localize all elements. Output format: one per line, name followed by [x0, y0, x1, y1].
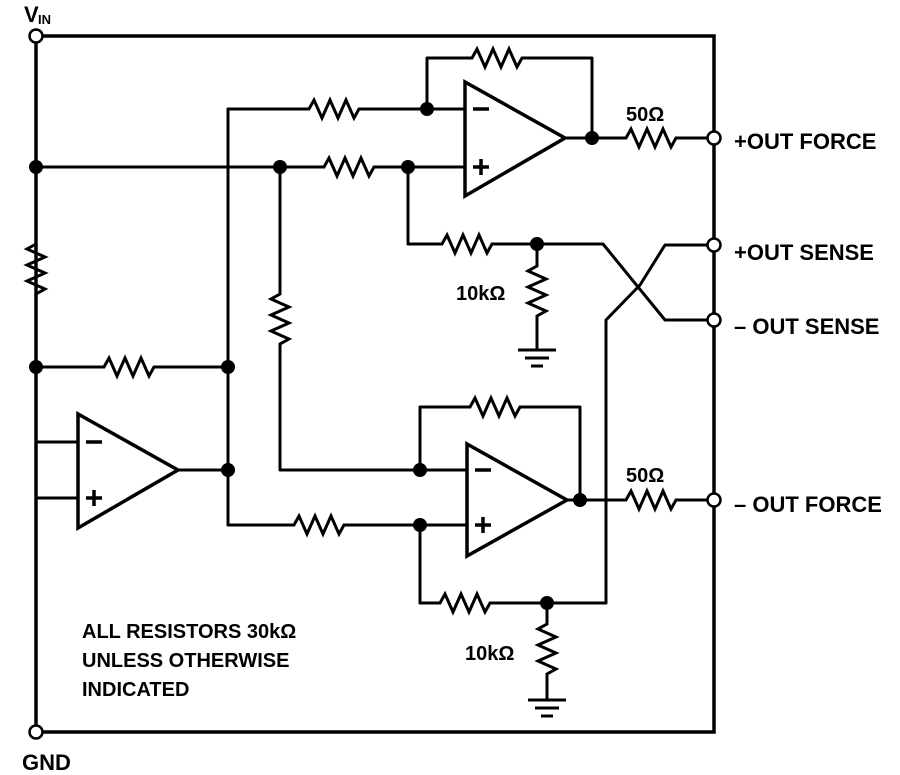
junction-dot — [221, 463, 235, 477]
resistor-10k-top-value: 10kΩ — [456, 283, 505, 305]
resistor-10k-bottom-value: 10kΩ — [465, 643, 514, 665]
ground-symbol-bottom — [528, 698, 566, 718]
out-force-pos-label: +OUT FORCE — [734, 129, 876, 154]
resistor-amp2-feedback — [466, 394, 524, 420]
terminal-out-force-neg — [706, 492, 722, 508]
resistor-50-top — [622, 125, 680, 151]
resistor-amp1-input — [305, 96, 363, 122]
opamp-bottom — [465, 441, 571, 559]
opamp-left — [76, 411, 182, 532]
junction-dot — [221, 360, 235, 374]
junction-dot — [413, 463, 427, 477]
ground-symbol-top — [518, 348, 556, 368]
resistor-10k-top — [524, 262, 550, 320]
resistor-50-top-value: 50Ω — [626, 104, 664, 126]
vin-label-subscript: IN — [38, 12, 51, 27]
resistor-50-bottom-value: 50Ω — [626, 465, 664, 487]
junction-dot — [420, 102, 434, 116]
resistor-amp1-feedback — [468, 45, 526, 71]
note-line-1: ALL RESISTORS 30kΩ — [82, 621, 296, 643]
terminal-out-sense-pos — [706, 237, 722, 253]
resistor-cross-vertical — [267, 290, 293, 348]
junction-dot — [401, 160, 415, 174]
terminals — [28, 28, 722, 740]
terminal-gnd — [28, 724, 44, 740]
resistor-left-row — [100, 354, 158, 380]
out-sense-pos-label: +OUT SENSE — [734, 240, 874, 265]
junction-dot — [273, 160, 287, 174]
terminal-out-force-pos — [706, 130, 722, 146]
resistor-amp2-plus — [290, 512, 348, 538]
terminal-out-sense-neg — [706, 312, 722, 328]
note-line-2: UNLESS OTHERWISE — [82, 650, 289, 672]
junction-dot — [530, 237, 544, 251]
junction-dot — [573, 493, 587, 507]
out-force-neg-label: – OUT FORCE — [734, 492, 882, 517]
resistor-sense-bottom — [436, 590, 494, 616]
vin-label: V — [24, 2, 39, 27]
resistor-sense-top — [438, 231, 496, 257]
gnd-label: GND — [22, 750, 71, 775]
resistor-50-bottom — [622, 487, 680, 513]
junction-dot — [29, 160, 43, 174]
junction-dot — [540, 596, 554, 610]
resistors — [23, 45, 680, 678]
resistor-vin-divider — [23, 240, 49, 298]
junction-dot — [413, 518, 427, 532]
resistor-amp1-plus — [320, 154, 376, 180]
note-line-3: INDICATED — [82, 679, 189, 701]
wires — [34, 34, 712, 734]
junction-dot — [585, 131, 599, 145]
opamp-top — [463, 79, 569, 200]
junction-dots — [29, 102, 599, 610]
junction-dot — [29, 360, 43, 374]
out-sense-neg-label: – OUT SENSE — [734, 314, 879, 339]
resistor-10k-bottom — [534, 620, 560, 678]
terminal-vin — [28, 28, 44, 44]
